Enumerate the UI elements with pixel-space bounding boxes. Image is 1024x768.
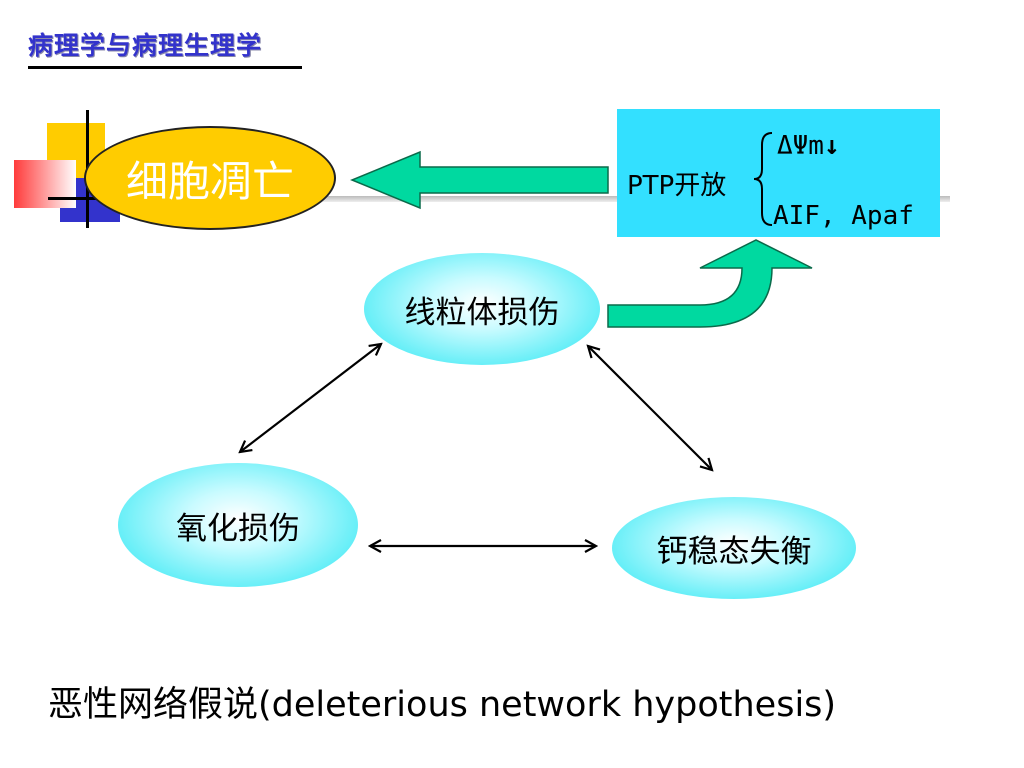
green-left-arrow [350, 150, 609, 210]
brace-icon [753, 132, 773, 226]
down-arrow-icon: ↓ [823, 131, 840, 161]
calcium-imbalance-node: 钙稳态失衡 [612, 497, 856, 599]
deco-horizontal-line [48, 197, 112, 200]
ptp-label: PTP开放 [627, 171, 727, 201]
apoptosis-node: 细胞凋亡 [84, 126, 336, 230]
oxidative-damage-node: 氧化损伤 [118, 463, 358, 587]
caption-text: 恶性网络假说(deleterious network hypothesis) [48, 685, 837, 725]
header-underline [28, 66, 302, 69]
deco-red-square [14, 160, 76, 208]
green-curved-arrow [607, 239, 813, 328]
double-arrow-mito-oxidative [240, 344, 381, 452]
ptp-delta-line: ΔΨm↓ [777, 131, 840, 161]
ptp-aif-line: AIF, Apaf [773, 201, 914, 231]
ptp-delta-text: ΔΨm [777, 131, 824, 161]
mitochondria-damage-node: 线粒体损伤 [364, 253, 600, 365]
ptp-box: PTP开放 ΔΨm↓ AIF, Apaf [617, 109, 940, 237]
double-arrow-mito-calcium [588, 346, 712, 470]
header-title: 病理学与病理生理学 [28, 31, 263, 60]
